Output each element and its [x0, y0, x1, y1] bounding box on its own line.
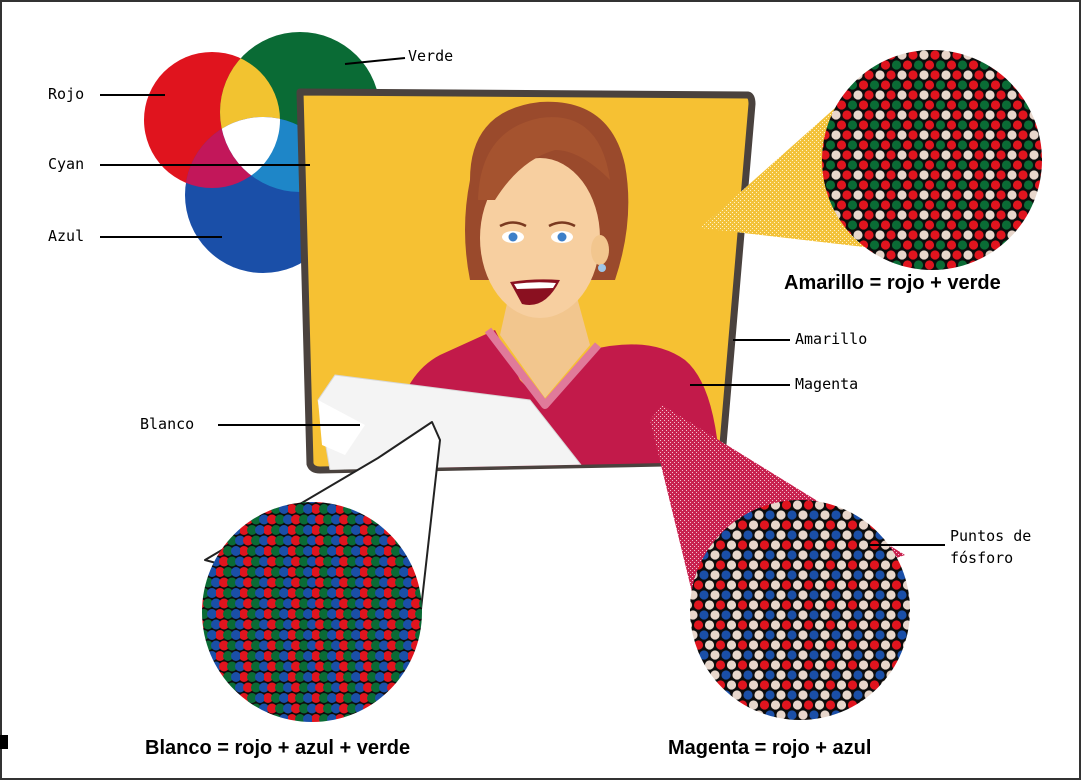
- lens-magenta: [690, 500, 910, 720]
- tv-screen: [300, 92, 752, 470]
- label-amarillo: Amarillo: [795, 330, 867, 348]
- label-puntos-line2: fósforo: [950, 549, 1013, 567]
- lens-amarillo: [822, 50, 1042, 270]
- caption-blanco: Blanco = rojo + azul + verde: [145, 737, 410, 759]
- label-magenta: Magenta: [795, 375, 858, 393]
- edge-marker: [0, 735, 8, 749]
- caption-amarillo: Amarillo = rojo + verde: [784, 272, 1001, 294]
- label-blanco: Blanco: [140, 415, 194, 433]
- caption-magenta: Magenta = rojo + azul: [668, 737, 871, 759]
- label-azul: Azul: [48, 227, 84, 245]
- label-rojo: Rojo: [48, 85, 84, 103]
- lens-blanco: [202, 502, 422, 722]
- label-cyan: Cyan: [48, 155, 84, 173]
- label-puntos-line1: Puntos de: [950, 527, 1031, 545]
- label-verde: Verde: [408, 47, 453, 65]
